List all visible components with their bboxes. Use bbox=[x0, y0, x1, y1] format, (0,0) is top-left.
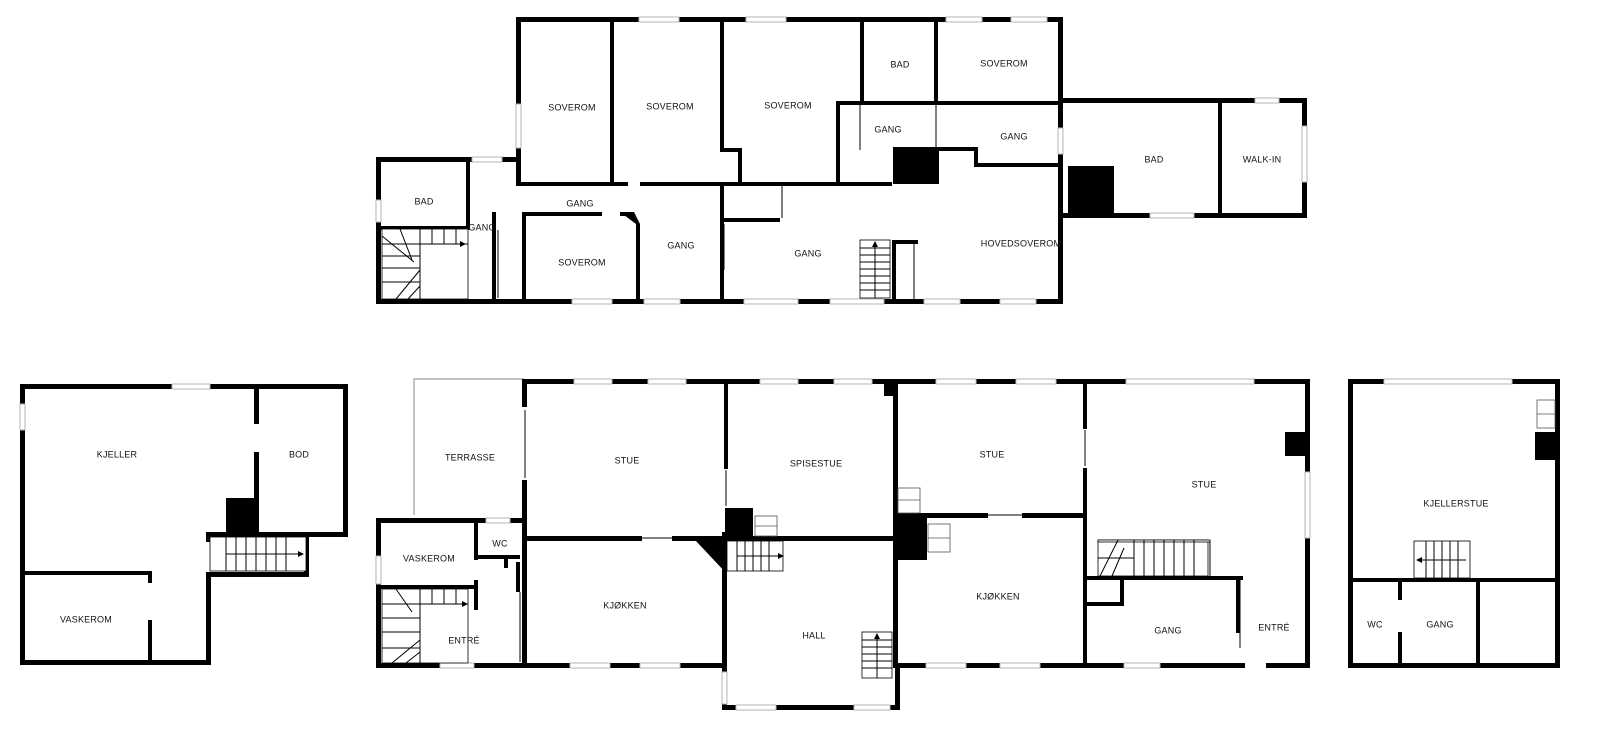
room-label-u-gang-4: GANG bbox=[566, 198, 593, 208]
room-label-r-kjellerstue: KJELLERSTUE bbox=[1423, 498, 1488, 508]
room-label-u-bad-1: BAD bbox=[890, 59, 909, 69]
room-label-g-entre-2: ENTRÉ bbox=[1258, 622, 1290, 632]
room-label-g-kjokken-1: KJØKKEN bbox=[603, 600, 646, 610]
upper-floor-plan bbox=[375, 16, 1308, 305]
room-label-u-soverom-3: SOVEROM bbox=[764, 100, 811, 110]
room-label-u-walkin: WALK-IN bbox=[1243, 154, 1282, 164]
room-label-u-gang-5: GANG bbox=[667, 240, 694, 250]
room-label-b-kjeller: KJELLER bbox=[97, 449, 138, 459]
room-label-u-soverom-1: SOVEROM bbox=[548, 102, 595, 112]
room-label-b-vaskerom: VASKEROM bbox=[60, 614, 112, 624]
room-label-u-soverom-5: SOVEROM bbox=[558, 257, 605, 267]
room-label-g-stue-2: STUE bbox=[980, 449, 1005, 459]
room-label-r-gang: GANG bbox=[1426, 619, 1453, 629]
room-label-u-gang-1: GANG bbox=[874, 124, 901, 134]
room-label-g-hall: HALL bbox=[802, 630, 825, 640]
room-label-g-stue-1: STUE bbox=[615, 455, 640, 465]
room-label-r-wc: WC bbox=[1367, 619, 1383, 629]
room-label-g-entre-1: ENTRÉ bbox=[448, 635, 480, 645]
room-label-u-bad-3: BAD bbox=[414, 196, 433, 206]
room-label-u-gang-2: GANG bbox=[1000, 131, 1027, 141]
room-labels: SOVEROM SOVEROM SOVEROM BAD SOVEROM GANG… bbox=[60, 58, 1488, 645]
room-label-g-kjokken-2: KJØKKEN bbox=[976, 591, 1019, 601]
room-label-g-wc: WC bbox=[492, 538, 508, 548]
room-label-u-soverom-4: SOVEROM bbox=[980, 58, 1027, 68]
room-label-u-gang-3: GANG bbox=[468, 222, 495, 232]
room-label-b-bod: BOD bbox=[289, 449, 309, 459]
room-label-u-soverom-2: SOVEROM bbox=[646, 101, 693, 111]
room-label-g-gang: GANG bbox=[1154, 625, 1181, 635]
room-label-u-hovedsoverom: HOVEDSOVEROM bbox=[981, 238, 1061, 248]
room-label-g-terrasse: TERRASSE bbox=[445, 452, 495, 462]
basement-right-plan bbox=[1348, 378, 1560, 668]
room-label-g-spisestue: SPISESTUE bbox=[790, 458, 842, 468]
room-label-g-stue-3: STUE bbox=[1192, 479, 1217, 489]
basement-left-plan bbox=[19, 383, 348, 665]
room-label-u-gang-6: GANG bbox=[794, 248, 821, 258]
ground-floor-plan bbox=[375, 378, 1311, 711]
room-label-u-bad-2: BAD bbox=[1144, 154, 1163, 164]
room-label-g-vaskerom: VASKEROM bbox=[403, 553, 455, 563]
